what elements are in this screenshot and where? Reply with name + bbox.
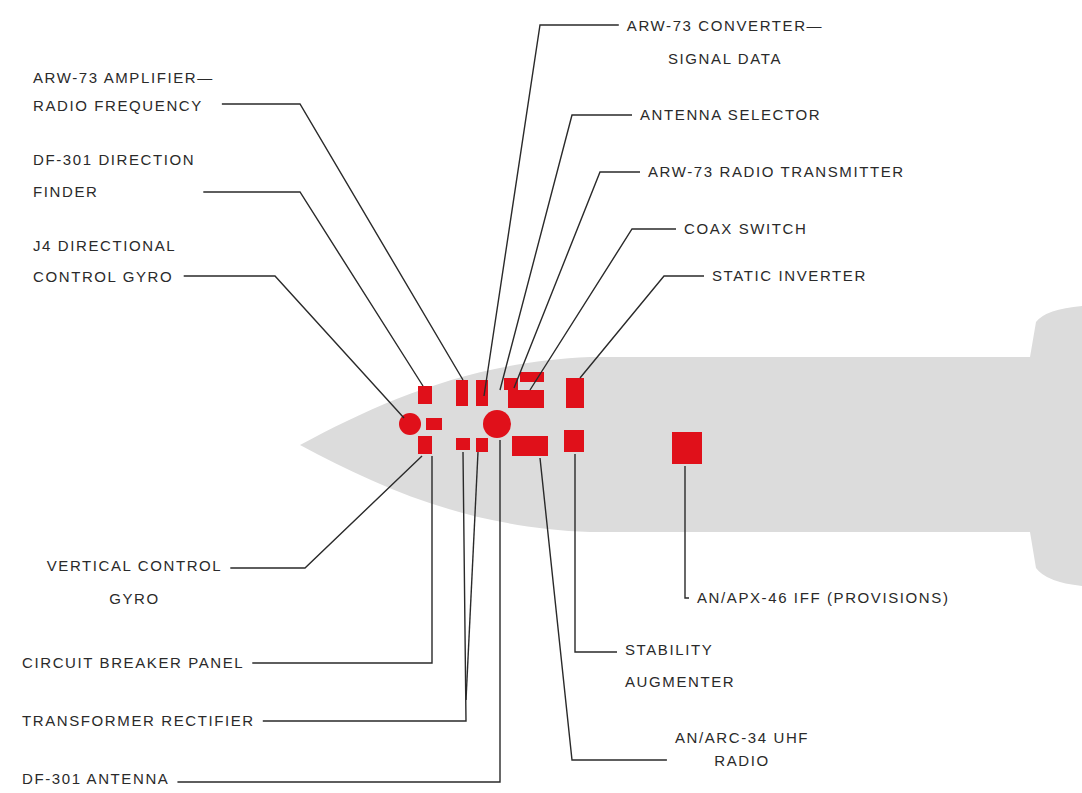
- equipment-marker: [566, 378, 584, 408]
- equipment-marker: [508, 390, 544, 408]
- equipment-marker: [418, 386, 432, 404]
- part-label: CIRCUIT BREAKER PANEL: [22, 653, 244, 673]
- leader-line: [575, 454, 617, 652]
- part-label: COAX SWITCH: [684, 219, 807, 239]
- equipment-marker: [456, 438, 470, 450]
- equipment-markers: [399, 372, 702, 464]
- part-label: AN/APX-46 IFF (PROVISIONS): [697, 588, 949, 608]
- leader-line: [263, 452, 466, 721]
- equipment-marker: [456, 380, 468, 406]
- part-label: ANTENNA SELECTOR: [640, 105, 821, 125]
- part-label: STABILITY AUGMENTER: [625, 634, 795, 698]
- part-label: AN/ARC-34 UHF RADIO: [672, 726, 812, 772]
- leader-line: [580, 276, 704, 378]
- equipment-marker: [418, 436, 432, 454]
- part-label: STATIC INVERTER: [712, 266, 867, 286]
- leader-line: [177, 440, 500, 782]
- part-label: TRANSFORMER RECTIFIER: [22, 711, 255, 731]
- leader-line: [184, 276, 404, 418]
- part-label: J4 DIRECTIONAL CONTROL GYRO: [33, 230, 248, 292]
- equipment-marker: [564, 430, 584, 452]
- part-label: DF-301 ANTENNA: [22, 769, 169, 789]
- part-label: ARW-73 AMPLIFIER— RADIO FREQUENCY: [33, 64, 273, 120]
- equipment-marker: [672, 432, 702, 464]
- leader-line: [484, 25, 619, 396]
- leader-line: [500, 115, 632, 390]
- equipment-marker: [426, 418, 442, 430]
- gyro-marker: [483, 410, 511, 438]
- leader-line: [514, 172, 640, 388]
- equipment-marker: [476, 438, 488, 452]
- part-label: ARW-73 RADIO TRANSMITTER: [648, 162, 905, 182]
- missile-body: [300, 306, 1082, 586]
- leader-line: [230, 456, 422, 568]
- leader-line: [203, 192, 423, 386]
- equipment-marker: [512, 436, 548, 456]
- leader-line: [540, 458, 667, 760]
- part-label: DF-301 DIRECTION FINDER: [33, 144, 263, 208]
- leader-line: [252, 456, 432, 663]
- leader-line: [466, 452, 478, 700]
- leader-line: [530, 229, 676, 390]
- part-label: ARW-73 CONVERTER— SIGNAL DATA: [605, 9, 845, 75]
- part-label: VERTICAL CONTROL GYRO: [22, 549, 247, 615]
- leader-line: [222, 104, 463, 380]
- leader-line: [685, 466, 689, 598]
